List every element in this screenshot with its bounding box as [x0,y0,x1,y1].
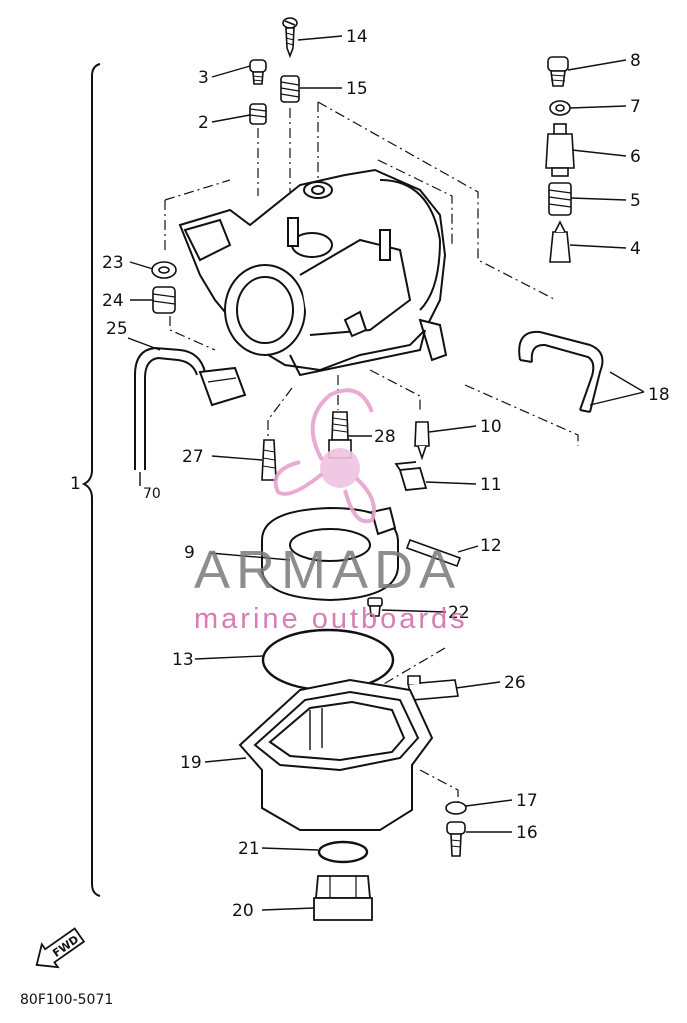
part-2-spring [249,103,267,125]
callout-26: 26 [504,673,526,693]
part-3-screw [249,59,267,85]
part-8-screw [547,56,569,87]
part-20-drain-plug [313,875,373,921]
callout-18: 18 [648,385,670,405]
wire-tag: 70 [143,486,161,502]
callout-19: 19 [180,753,202,773]
part-4-needle [549,220,571,263]
part-24-spring [152,286,176,314]
callout-28: 28 [374,427,396,447]
part-7-washer [549,100,571,116]
callout-10: 10 [480,417,502,437]
assembly-bracket [81,63,101,897]
callout-2: 2 [198,113,209,133]
part-22-screw [367,597,383,617]
callout-15: 15 [346,79,368,99]
callout-27: 27 [182,447,204,467]
callout-1: 1 [70,474,81,494]
callout-24: 24 [102,291,124,311]
part-26-bracket [406,675,459,701]
callout-7: 7 [630,97,641,117]
callout-9: 9 [184,543,195,563]
part-27-pilot-jet [261,439,277,481]
part-15-spring [280,75,300,103]
watermark-tagline: marine outboards [194,603,468,635]
callout-21: 21 [238,839,260,859]
part-10-float-needle [414,421,430,461]
part-14-pilot-screw [282,17,298,59]
callout-22: 22 [448,603,470,623]
callout-11: 11 [480,475,502,495]
part-19-float-bowl [238,678,434,831]
part-12-float-pin [405,538,462,568]
callout-12: 12 [480,536,502,556]
callout-14: 14 [346,27,368,47]
leader-lines [127,35,645,911]
callout-6: 6 [630,147,641,167]
part-18-hose [518,330,604,413]
callout-13: 13 [172,650,194,670]
armada-watermark: ARMADA marine outboards [194,388,468,635]
part-13-gasket [261,628,395,692]
part-6-valve-seat [545,123,575,177]
callout-20: 20 [232,901,254,921]
callout-5: 5 [630,191,641,211]
carburetor-body [178,168,448,377]
part-5-spring [548,182,572,216]
callout-16: 16 [516,823,538,843]
callout-23: 23 [102,253,124,273]
part-11-clip [394,461,428,491]
part-16-screw [446,821,466,857]
callout-3: 3 [198,68,209,88]
propeller-logo-icon [273,388,376,524]
fwd-arrow-icon: FWD [35,927,86,969]
callout-8: 8 [630,51,641,71]
callout-25: 25 [106,319,128,339]
callout-17: 17 [516,791,538,811]
part-17-washer [445,801,467,815]
part-23-washer [151,261,177,279]
part-21-o-ring [317,840,369,864]
part-code: 80F100-5071 [20,992,113,1008]
callout-labels: 3 2 14 15 8 7 6 5 4 18 23 24 25 27 28 10… [102,27,670,921]
part-9-float [261,506,399,602]
guide-lines [164,101,579,810]
watermark-brand: ARMADA [194,540,461,600]
callout-4: 4 [630,239,641,259]
